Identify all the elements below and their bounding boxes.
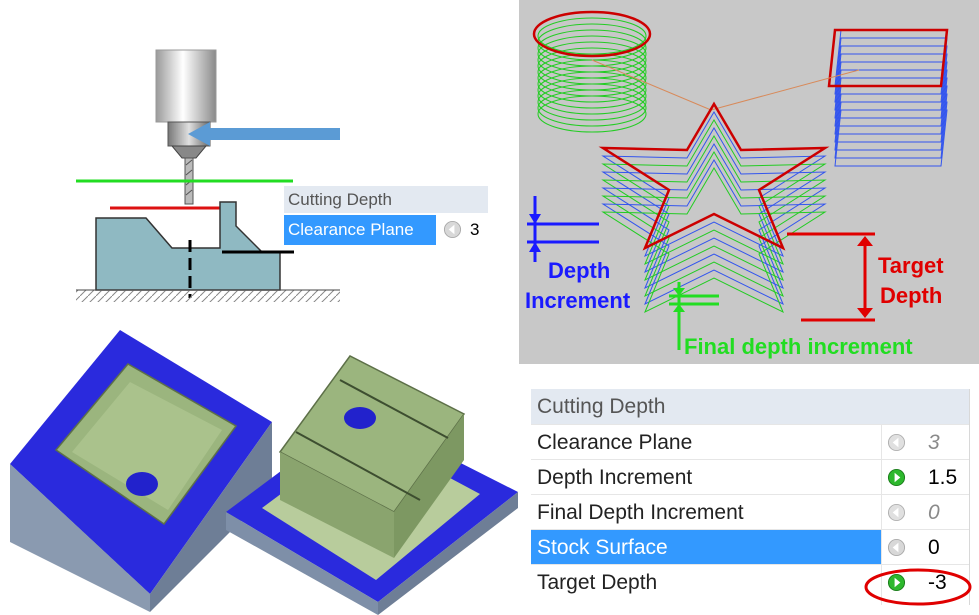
target-depth-label-1: Target (878, 253, 944, 278)
stock-surface-label: Stock Surface (531, 530, 881, 564)
arrow-left-disabled-icon[interactable] (887, 503, 906, 522)
depth-increment-label: Depth Increment (537, 466, 693, 489)
final-depth-increment-label: Final Depth Increment (537, 501, 744, 524)
clearance-plane-row[interactable]: Clearance Plane 3 (531, 424, 969, 459)
stock-surface-row[interactable]: Stock Surface 0 (531, 529, 969, 564)
panel-header: Cutting Depth (531, 389, 969, 424)
green-cylinder (537, 17, 647, 133)
mini-clearance-plane-row[interactable]: Clearance Plane 3 (284, 215, 488, 245)
stock-surface-value[interactable]: 0 (928, 536, 940, 559)
depth-increment-label-1: Depth (548, 258, 611, 283)
arrow-left-disabled-icon[interactable] (443, 220, 462, 239)
pocket-part (10, 330, 272, 612)
target-depth-label-2: Depth (880, 283, 943, 308)
depth-increment-row[interactable]: Depth Increment 1.5 (531, 459, 969, 494)
arrow-left-disabled-icon[interactable] (887, 538, 906, 557)
pointer-arrow (188, 122, 340, 146)
part-renders (10, 330, 518, 615)
mini-clearance-plane-value[interactable]: 3 (470, 220, 480, 239)
depth-increment-label-2: Increment (525, 288, 631, 313)
mini-clearance-plane-label: Clearance Plane (284, 215, 436, 245)
target-depth-label: Target Depth (537, 571, 658, 594)
core-part (226, 355, 518, 615)
clearance-plane-diagram (76, 49, 340, 302)
arrow-right-green-icon[interactable] (887, 468, 906, 487)
workpiece (95, 201, 281, 291)
arrow-right-green-icon[interactable] (887, 573, 906, 592)
depth-increment-value[interactable]: 1.5 (928, 466, 958, 489)
mini-panel-header: Cutting Depth (284, 186, 488, 213)
blue-box (834, 29, 948, 167)
star-top-outline (598, 101, 830, 251)
cylinder-top-outline (532, 10, 652, 58)
final-depth-increment-label: Final depth increment (684, 334, 913, 359)
spindle-body (155, 49, 217, 123)
clearance-plane-value[interactable]: 3 (928, 431, 940, 454)
clearance-plane-label: Clearance Plane (537, 431, 693, 454)
final-depth-increment-value[interactable]: 0 (928, 501, 940, 524)
target-depth-highlight-ellipse (864, 568, 972, 606)
cutting-depth-panel: Cutting Depth Clearance Plane 3 Depth In… (531, 389, 970, 605)
target-depth-row[interactable]: Target Depth -3 (531, 564, 969, 599)
toolpath-render (519, 0, 979, 364)
arrow-left-disabled-icon[interactable] (887, 433, 906, 452)
target-depth-value[interactable]: -3 (928, 571, 947, 594)
final-depth-increment-row[interactable]: Final Depth Increment 0 (531, 494, 969, 529)
